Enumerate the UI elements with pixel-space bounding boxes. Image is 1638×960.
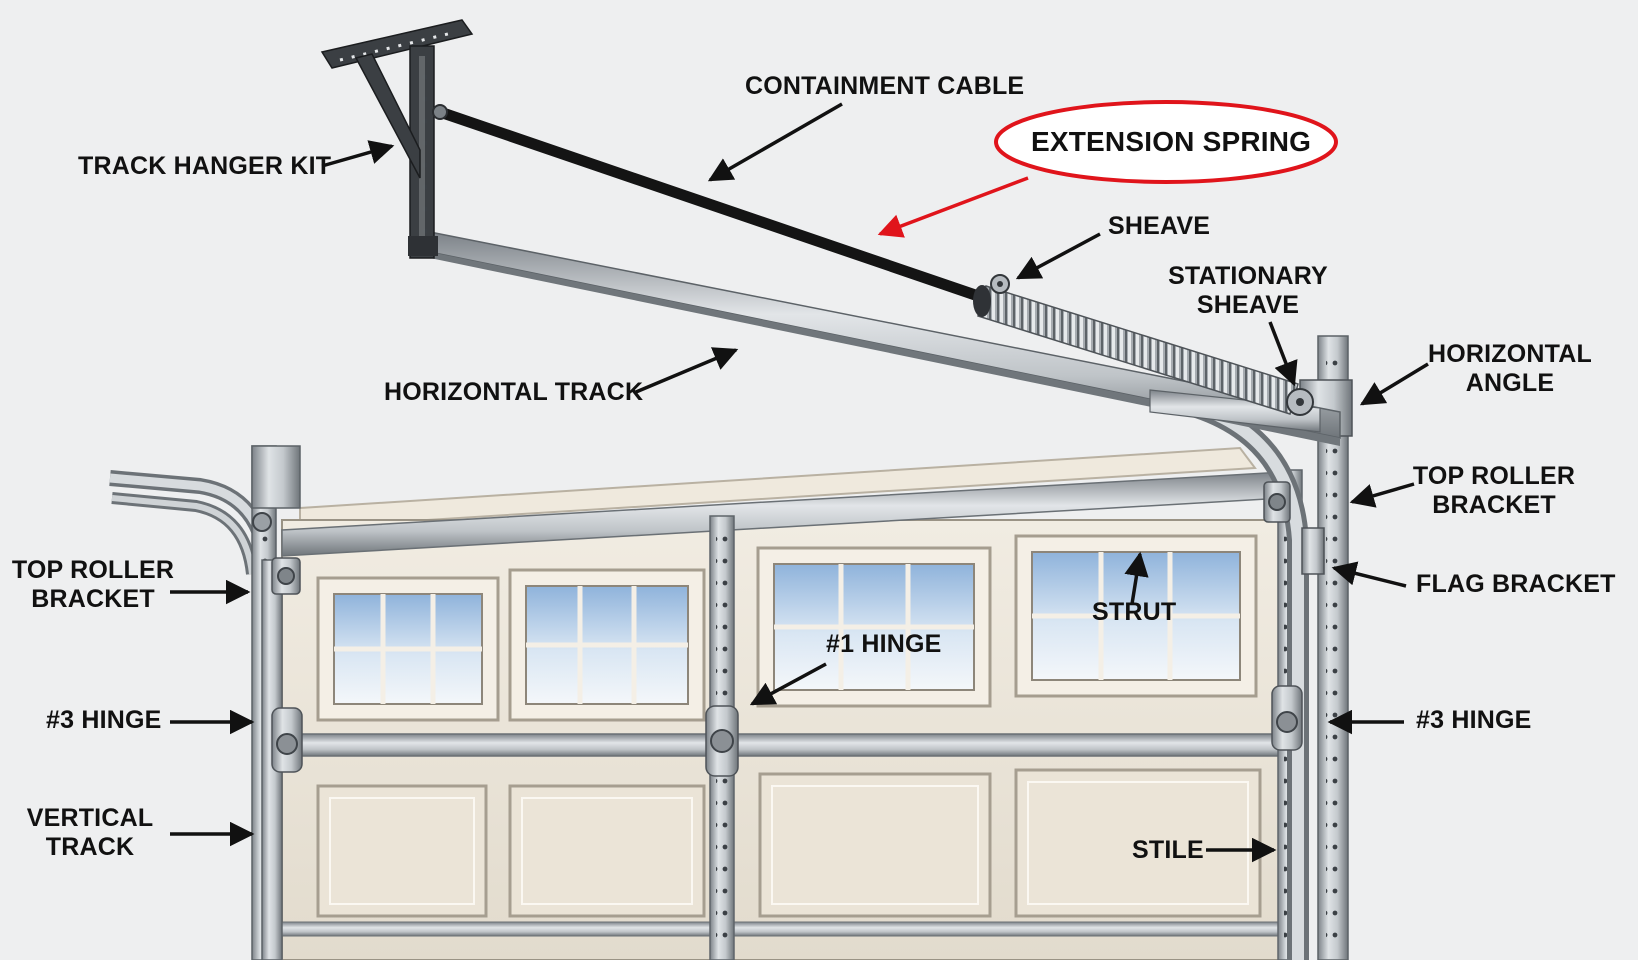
arrow-top-roller-bracket-right	[1349, 482, 1415, 508]
label-horizontal-track: HORIZONTAL TRACK	[384, 378, 644, 406]
label-track-hanger-kit: TRACK HANGER KIT	[78, 152, 332, 180]
label-stationary-sheave: STATIONARY SHEAVE	[1168, 262, 1328, 319]
extension-spring-highlight-oval	[994, 100, 1338, 184]
label-hinge-1: #1 HINGE	[826, 630, 942, 658]
flag-bracket	[1301, 527, 1325, 575]
extension-spring	[973, 285, 1299, 415]
left-hinge-3	[271, 707, 303, 773]
arrow-sheave	[1015, 232, 1101, 280]
arrow-flag-bracket	[1331, 561, 1407, 588]
label-hinge-3-right: #3 HINGE	[1416, 706, 1532, 734]
label-hinge-3-left: #3 HINGE	[46, 706, 162, 734]
label-vertical-track: VERTICAL TRACK	[26, 804, 154, 861]
label-top-roller-bracket-right: TOP ROLLER BRACKET	[1412, 462, 1576, 519]
arrow-strut	[1124, 551, 1149, 605]
label-sheave: SHEAVE	[1108, 212, 1211, 240]
right-hinge-3	[1271, 685, 1303, 751]
right-top-roller-bracket	[1263, 481, 1291, 523]
left-track-assembly	[109, 445, 303, 960]
label-horizontal-angle: HORIZONTAL ANGLE	[1427, 340, 1593, 397]
raised-panels	[316, 768, 1262, 918]
center-hinge-1	[705, 705, 739, 777]
middle-strut-rail	[281, 733, 1293, 757]
label-strut: STRUT	[1092, 598, 1177, 626]
arrow-stationary-sheave	[1268, 321, 1298, 387]
window-4	[1014, 534, 1258, 698]
label-stile: STILE	[1132, 836, 1204, 864]
annotation-arrows	[170, 102, 1429, 863]
arrow-hinge-1	[749, 662, 827, 706]
window-1	[316, 576, 500, 722]
containment-cable	[434, 106, 990, 304]
arrow-horizontal-track	[635, 347, 739, 394]
label-top-roller-bracket-left: TOP ROLLER BRACKET	[11, 556, 175, 613]
label-extension-spring: EXTENSION SPRING	[1031, 126, 1312, 157]
window-2	[508, 568, 706, 722]
stationary-sheave	[1286, 388, 1314, 416]
garage-door	[281, 446, 1303, 960]
label-flag-bracket: FLAG BRACKET	[1416, 570, 1616, 598]
arrow-containment-cable	[707, 102, 843, 182]
sheave	[990, 274, 1010, 294]
label-containment-cable: CONTAINMENT CABLE	[745, 72, 1025, 100]
track-hanger-kit	[320, 19, 474, 259]
arrow-extension-spring	[877, 176, 1029, 238]
arrow-track-hanger-kit	[321, 140, 395, 168]
lower-rail	[281, 921, 1293, 937]
left-top-roller-bracket	[271, 557, 301, 595]
arrow-horizontal-angle	[1359, 362, 1429, 406]
